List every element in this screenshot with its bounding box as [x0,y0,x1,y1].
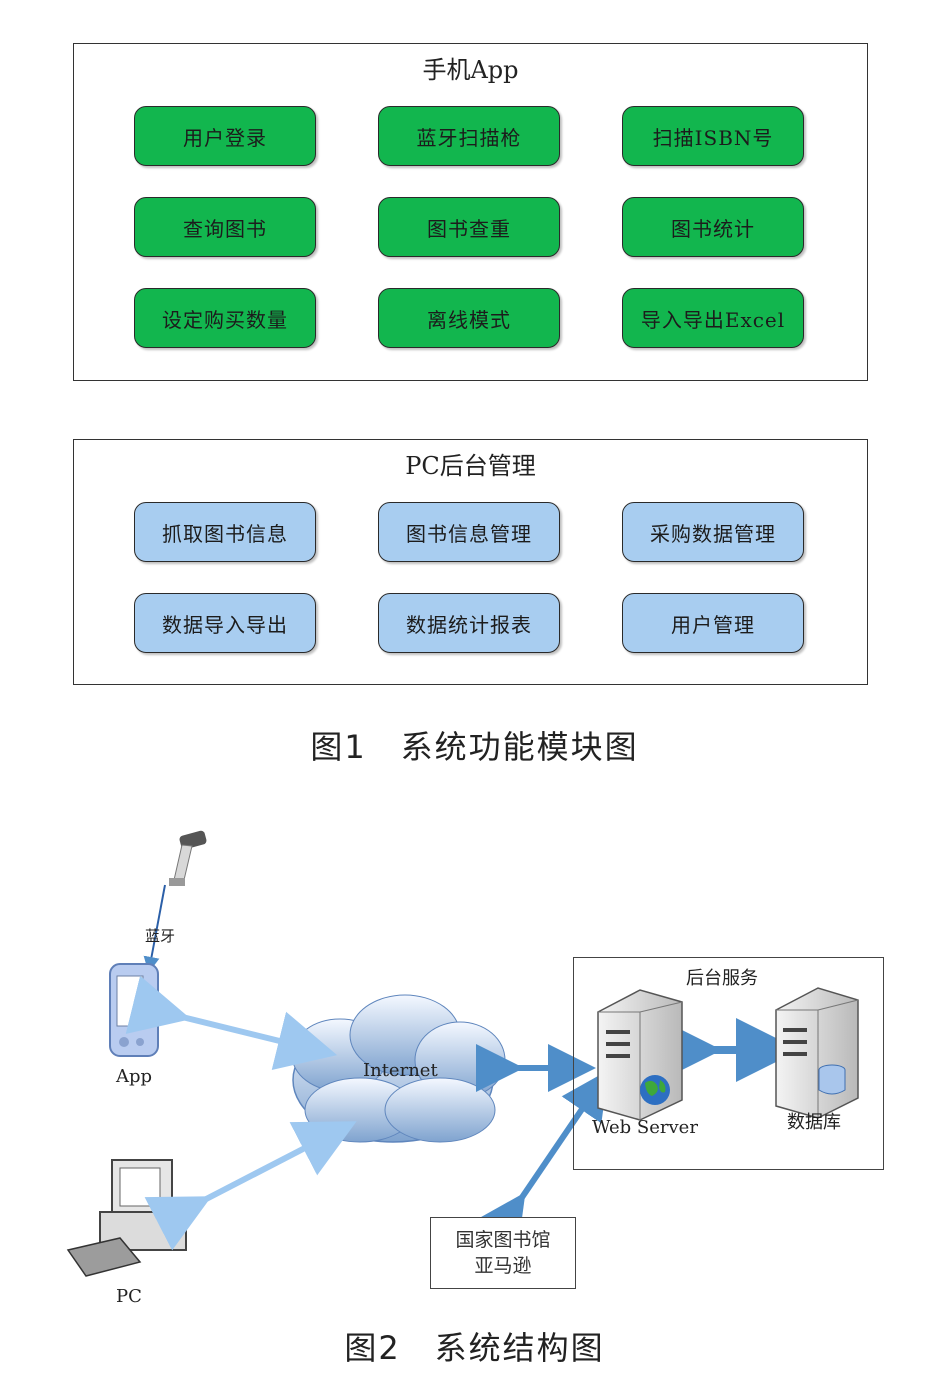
bluetooth-label: 蓝牙 [145,927,176,945]
module-query-books: 查询图书 [134,197,316,257]
app-panel-title: 手机App [422,56,519,84]
module-book-info-management: 图书信息管理 [378,502,560,562]
barcode-scanner-icon [169,830,207,886]
backend-title: 后台服务 [686,968,758,989]
handheld-device-icon [109,963,159,1057]
figure2-caption: 图2 系统结构图 [344,1329,605,1367]
source-amazon: 亚马逊 [474,1255,532,1277]
module-bluetooth-scanner: 蓝牙扫描枪 [378,106,560,166]
architecture-diagram [66,830,859,1277]
source-national-library: 国家图书馆 [455,1229,551,1251]
module-user-management: 用户管理 [622,593,804,653]
figure1-caption: 图1 系统功能模块图 [310,728,639,766]
module-data-import-export: 数据导入导出 [134,593,316,653]
module-fetch-book-info: 抓取图书信息 [134,502,316,562]
module-set-purchase-quantity: 设定购买数量 [134,288,316,348]
globe-icon [640,1075,670,1105]
module-book-statistics: 图书统计 [622,197,804,257]
backend-services-box: 后台服务 [573,957,884,1170]
internet-label: Internet [363,1060,438,1081]
database-server-icon [775,987,859,1119]
webserver-label: Web Server [592,1117,698,1138]
module-statistics-report: 数据统计报表 [378,593,560,653]
module-offline-mode: 离线模式 [378,288,560,348]
external-sources-box: 国家图书馆 亚马逊 [430,1217,576,1289]
database-label: 数据库 [787,1112,841,1133]
module-import-export-excel: 导入导出Excel [622,288,804,348]
desktop-pc-icon [66,1159,187,1277]
app-internet-link [125,975,338,1070]
module-purchase-data-management: 采购数据管理 [622,502,804,562]
app-label: App [116,1066,153,1087]
bluetooth-link-arrow [143,884,166,973]
pc-panel-title: PC后台管理 [405,452,536,480]
module-user-login: 用户登录 [134,106,316,166]
pc-internet-link [144,1121,357,1251]
library-server-link [478,1070,609,1246]
module-duplicate-check: 图书查重 [378,197,560,257]
module-scan-isbn: 扫描ISBN号 [622,106,804,166]
pc-label: PC [116,1286,142,1307]
